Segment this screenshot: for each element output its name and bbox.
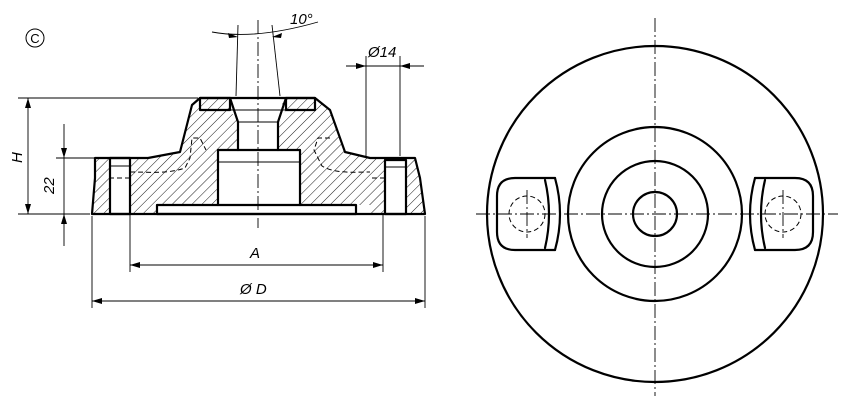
top-insert-left xyxy=(198,96,232,112)
hidden-lines xyxy=(110,137,385,179)
outer-diameter-dimension: Ø D xyxy=(91,216,426,308)
section-view xyxy=(90,20,427,228)
top-insert-right xyxy=(284,96,317,112)
flange-hole-left xyxy=(108,156,132,216)
view-label-text: C xyxy=(30,31,39,46)
flange-hole-right xyxy=(383,158,408,216)
inner-circle xyxy=(600,159,710,269)
hole-spacing-label: A xyxy=(249,245,260,262)
base-height-label: 22 xyxy=(41,177,58,195)
angle-label: 10° xyxy=(290,11,313,28)
center-bore xyxy=(631,190,679,238)
view-label: C xyxy=(25,28,45,48)
dimensions: 10° Ø14 H 22 xyxy=(9,11,426,308)
central-cavity xyxy=(216,148,302,207)
hatched-section xyxy=(92,98,425,214)
height-label: H xyxy=(9,152,26,163)
top-view xyxy=(476,18,838,396)
height-dimension: H xyxy=(9,97,198,215)
base-height-dimension: 22 xyxy=(41,124,94,246)
right-lug xyxy=(748,176,815,252)
outer-circle xyxy=(485,44,825,384)
middle-circle xyxy=(566,125,744,303)
angle-dimension: 10° xyxy=(211,11,319,97)
base-pad xyxy=(155,203,358,216)
hole-diameter-label: Ø14 xyxy=(367,44,396,61)
hole-diameter-dimension: Ø14 xyxy=(346,44,424,156)
left-lug xyxy=(495,176,562,252)
hole-spacing-dimension: A xyxy=(129,214,384,272)
outer-diameter-label: Ø D xyxy=(239,281,267,298)
